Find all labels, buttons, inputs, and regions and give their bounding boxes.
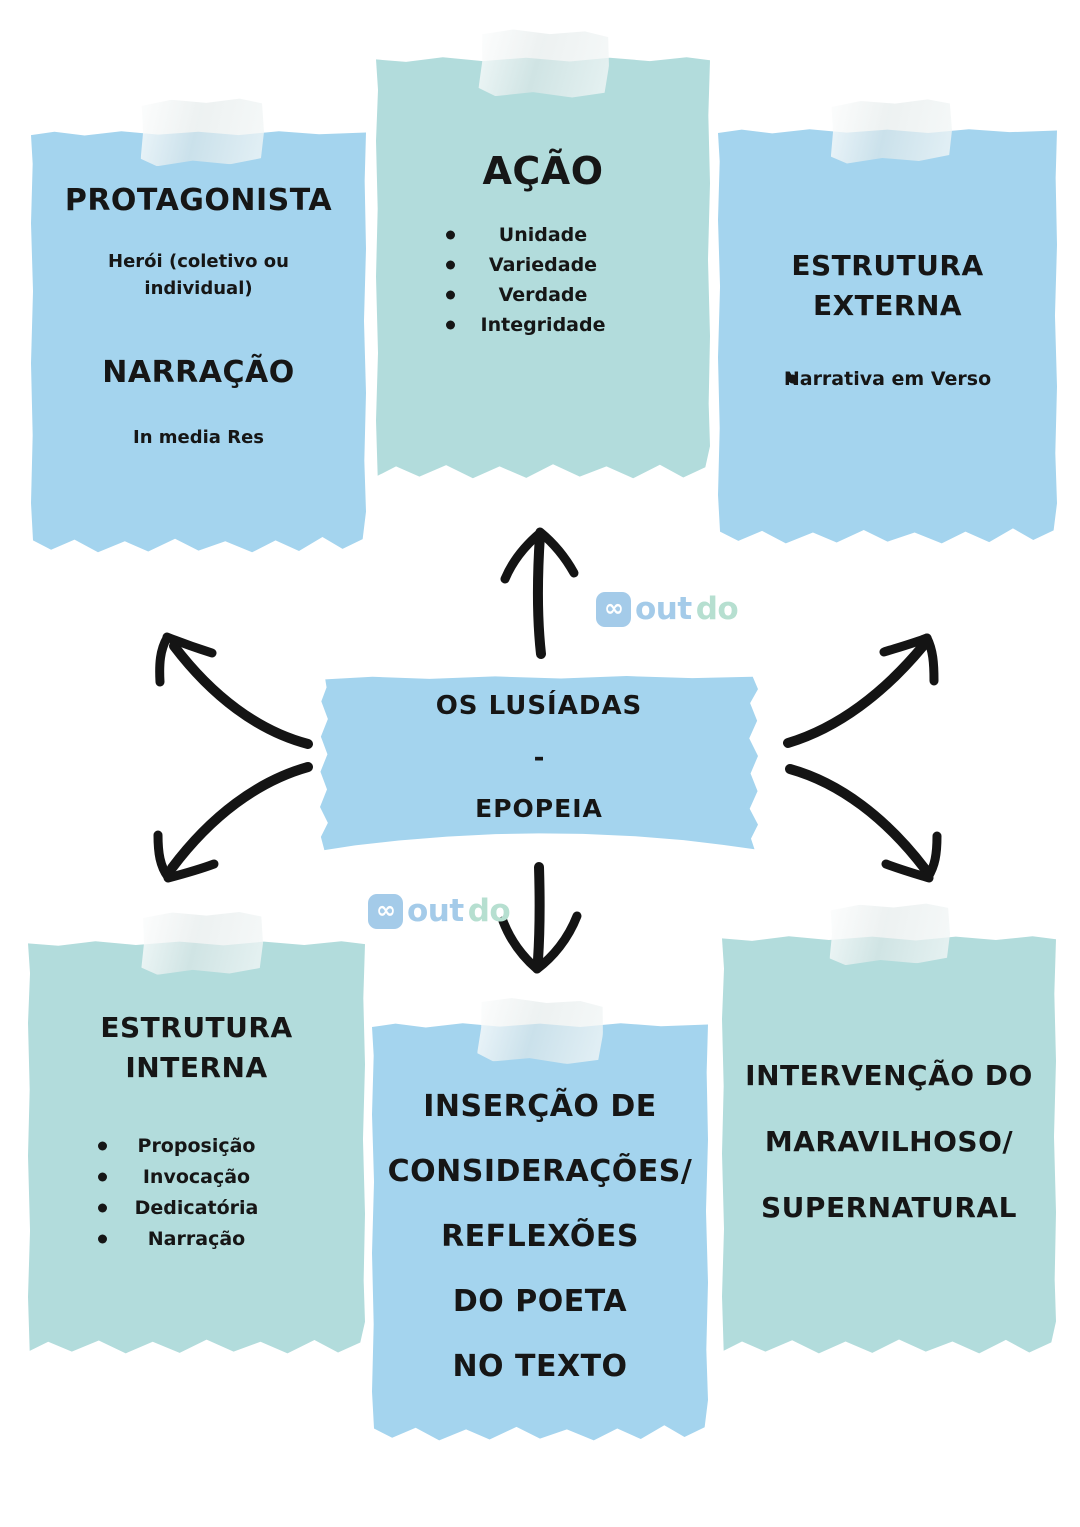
arrow-upper-right xyxy=(783,633,939,748)
note-heading-line: INTERVENÇÃO DO xyxy=(745,1059,1033,1092)
bullet-dot xyxy=(788,374,797,384)
bullet-dot xyxy=(98,1203,107,1212)
note-body: In media Res xyxy=(133,427,264,448)
sticky-note-insercao: INSERÇÃO DE CONSIDERAÇÕES/ REFLEXÕES DO … xyxy=(372,1023,708,1441)
bullet-label: Variedade xyxy=(488,254,598,276)
bullet-label: Invocação xyxy=(142,1165,251,1188)
arrow-lower-left xyxy=(153,762,313,883)
sticky-note-intervencao: INTERVENÇÃO DO MARAVILHOSO/ SUPERNATURAL xyxy=(722,936,1056,1354)
bullet-label: Verdade xyxy=(498,284,588,306)
list-item: Proposição xyxy=(28,1130,365,1161)
watermark-text-out: out xyxy=(407,893,464,929)
list-item: Unidade xyxy=(376,220,710,250)
bullet-dot xyxy=(98,1141,107,1150)
note-heading-line: INSERÇÃO DE xyxy=(423,1089,657,1124)
note-heading-acao: AÇÃO xyxy=(482,149,604,193)
note-heading-line: CONSIDERAÇÕES/ xyxy=(387,1154,693,1189)
bullet-list: Unidade Variedade Verdade Integridade xyxy=(376,220,710,340)
bullet-label: Unidade xyxy=(498,224,588,246)
note-heading-line: DO POETA xyxy=(452,1284,628,1319)
tape-strip xyxy=(829,98,953,164)
list-item: Verdade xyxy=(376,280,710,310)
bullet-dot xyxy=(98,1172,107,1181)
tape-strip xyxy=(828,902,951,965)
arrow-down xyxy=(498,862,582,974)
note-body: Herói (coletivo ou individual) xyxy=(31,248,366,302)
note-body-line: Herói (coletivo ou xyxy=(108,251,289,272)
bullet-list: Narrativa em Verso xyxy=(718,364,1057,394)
list-item: Invocação xyxy=(28,1161,365,1192)
list-item: Narrativa em Verso xyxy=(718,364,1057,394)
note-heading-narracao: NARRAÇÃO xyxy=(102,355,295,390)
list-item: Narração xyxy=(28,1223,365,1254)
sticky-note-protagonista: PROTAGONISTA Herói (coletivo ou individu… xyxy=(31,131,366,553)
infinity-glyph: ∞ xyxy=(376,896,396,924)
topic-subtitle: EPOPEIA xyxy=(475,794,603,823)
list-item: Variedade xyxy=(376,250,710,280)
sticky-note-acao: AÇÃO Unidade Variedade Verdade Integrida… xyxy=(376,57,710,479)
note-heading-line: MARAVILHOSO/ xyxy=(764,1125,1014,1158)
note-heading-line: SUPERNATURAL xyxy=(761,1191,1017,1224)
infinity-logo-icon: ∞ xyxy=(368,893,403,929)
arrow-upper-left xyxy=(155,632,313,749)
note-heading-line: NO TEXTO xyxy=(452,1349,628,1384)
note-heading-protagonista: PROTAGONISTA xyxy=(64,183,333,218)
bullet-dot xyxy=(446,290,455,300)
tape-strip xyxy=(139,97,265,166)
bullet-dot xyxy=(446,260,455,270)
list-item: Integridade xyxy=(376,310,710,340)
tape-strip xyxy=(478,29,609,98)
note-heading-estrutura-interna: ESTRUTURA INTERNA xyxy=(100,1011,293,1084)
bullet-list: Proposição Invocação Dedicatória Narraçã… xyxy=(28,1130,365,1254)
note-heading-estrutura-externa: ESTRUTURA EXTERNA xyxy=(791,249,984,322)
bullet-label: Narração xyxy=(147,1227,246,1250)
bullet-dot xyxy=(98,1234,107,1243)
bullet-label: Narrativa em Verso xyxy=(783,368,992,390)
arrow-lower-right xyxy=(785,764,942,883)
bullet-dot xyxy=(446,230,455,240)
watermark-text-do: do xyxy=(467,893,511,929)
note-heading-line: REFLEXÕES xyxy=(441,1219,639,1254)
sticky-note-estrutura-interna: ESTRUTURA INTERNA Proposição Invocação D… xyxy=(28,941,365,1354)
watermark-text-do: do xyxy=(695,591,739,627)
bullet-label: Proposição xyxy=(137,1134,256,1157)
topic-dash: - xyxy=(533,743,545,773)
sticky-note-estrutura-externa: ESTRUTURA EXTERNA Narrativa em Verso xyxy=(718,129,1057,544)
bullet-label: Dedicatória xyxy=(134,1196,259,1219)
note-body-line: individual) xyxy=(144,278,253,299)
infinity-glyph: ∞ xyxy=(604,594,624,622)
watermark-text-out: out xyxy=(635,591,692,627)
list-item: Dedicatória xyxy=(28,1192,365,1223)
topic-title: OS LUSÍADAS xyxy=(435,691,643,721)
bullet-label: Integridade xyxy=(480,314,606,336)
bullet-dot xyxy=(446,320,455,330)
infinity-logo-icon: ∞ xyxy=(596,591,631,627)
arrow-up xyxy=(500,527,579,659)
center-topic-ribbon: OS LUSÍADAS - EPOPEIA xyxy=(320,676,758,851)
tape-strip xyxy=(477,997,604,1065)
tape-strip xyxy=(140,911,263,975)
